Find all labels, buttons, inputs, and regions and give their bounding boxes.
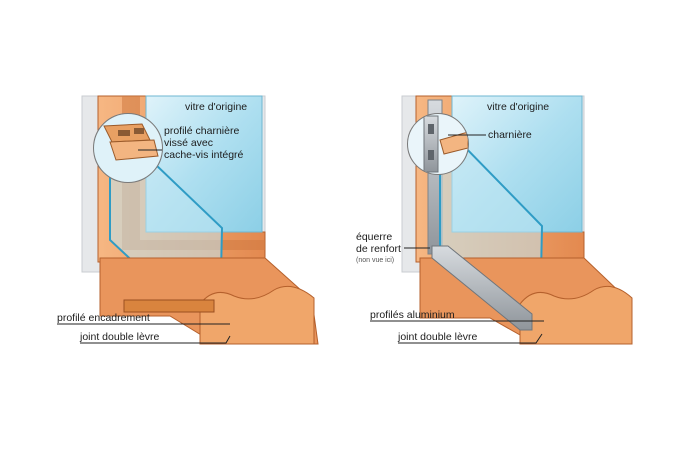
left-label-hinge-profile-1: profilé charnière [164,125,239,137]
right-labels: vitre d'origine charnière équerre de ren… [356,101,549,344]
left-sill-molding [199,285,315,345]
right-label-hinge: charnière [488,129,532,141]
right-window-diagram [401,95,633,345]
right-leader-lip-seal [398,333,543,344]
right-label-lip-seal: joint double lèvre [397,331,478,343]
right-label-aluminium: profilés aluminium [370,309,455,321]
right-label-bracket-1: équerre [356,231,392,243]
left-detail-lens [93,113,163,183]
left-label-hinge-profile-2: vissé avec [164,137,213,149]
right-sill-molding [519,285,633,345]
left-labels: vitre d'origine profilé charnière vissé … [57,101,247,344]
right-label-bracket-2: de renfort [356,243,401,255]
left-label-lip-seal: joint double lèvre [79,331,160,343]
right-detail-lens [407,113,469,175]
left-window-diagram [81,95,319,345]
right-aluminium-profile [431,245,533,331]
left-leader-lip-seal [80,335,231,344]
left-label-hinge-profile-3: cache-vis intégré [164,149,244,161]
left-label-glass: vitre d'origine [185,101,247,113]
right-label-glass: vitre d'origine [487,101,549,113]
left-label-frame-profile: profilé encadrement [57,312,150,324]
right-label-bracket-note: (non vue ici) [356,257,394,264]
left-frame-profile [123,299,215,313]
